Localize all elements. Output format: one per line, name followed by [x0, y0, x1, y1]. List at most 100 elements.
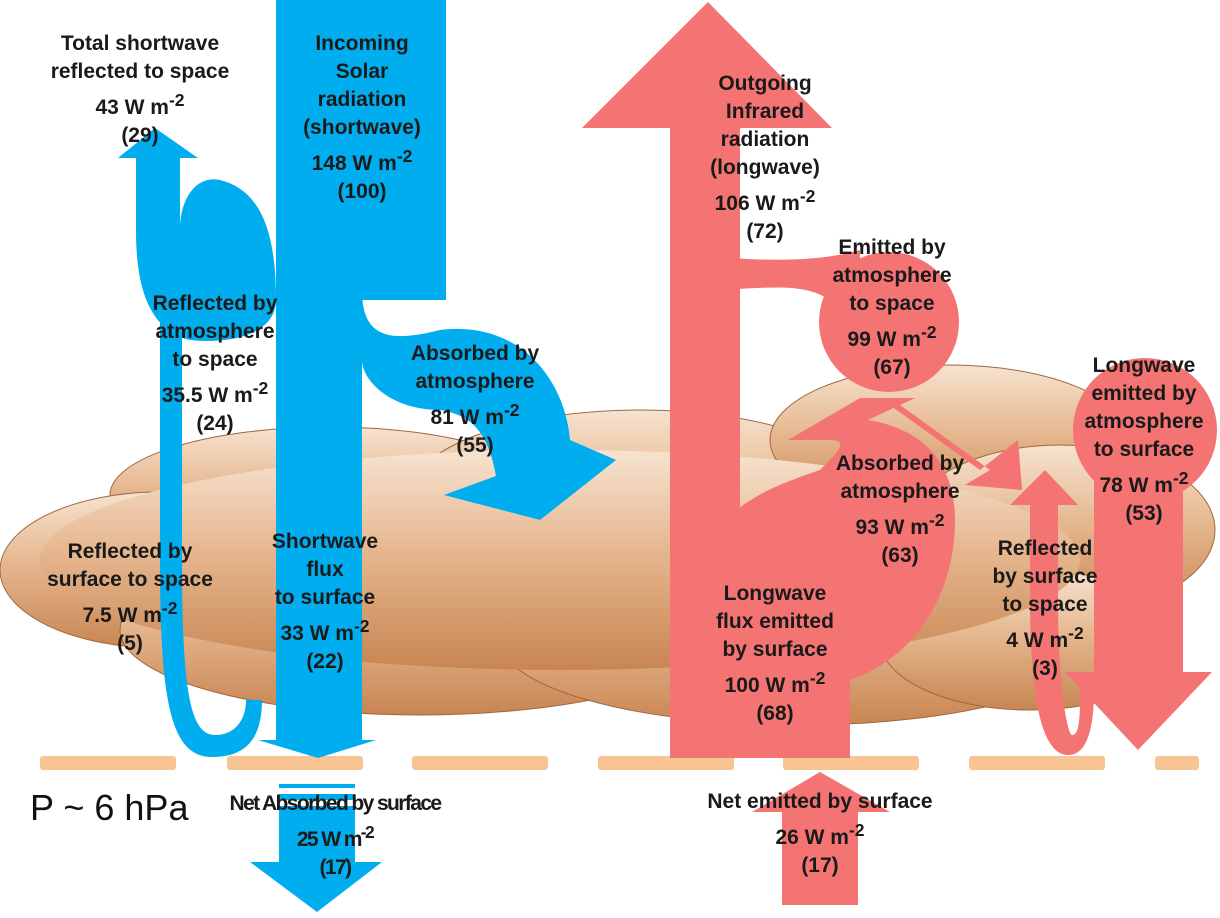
unit: W m	[352, 152, 397, 175]
longwave-flows	[582, 2, 1217, 905]
label-reflected-atm-space: Reflected by atmosphere to space 35.5 W …	[130, 290, 300, 438]
value-number: 25	[296, 828, 319, 851]
net-absorbed-bar-1	[279, 784, 355, 788]
net-emitted-arrow	[752, 772, 890, 905]
label-outgoing-ir: Outgoing Infrared radiation (longwave) 1…	[665, 70, 865, 246]
net-absorbed-bar-2	[279, 794, 355, 800]
label-line: Reflected	[997, 537, 1093, 560]
label-value: 33 W m-2	[245, 612, 405, 648]
value-number: 106	[714, 192, 750, 215]
label-line: Infrared	[725, 100, 805, 123]
label-line: to space	[1002, 593, 1088, 616]
unit: W m	[309, 622, 354, 645]
reflected-atm-arrow	[118, 128, 276, 341]
unit-exponent: -2	[848, 820, 865, 840]
label-line: Outgoing	[718, 72, 812, 95]
label-line: Shortwave	[271, 530, 379, 553]
unit-exponent: -2	[799, 186, 816, 206]
label-total-sw-reflected: Total shortwave reflected to space 43 W …	[20, 30, 260, 150]
label-line: Total shortwave	[60, 32, 220, 55]
label-value: 25 W m-2	[215, 818, 455, 854]
unit-exponent: -2	[168, 90, 185, 110]
incoming-solar-arrow	[258, 0, 446, 758]
value-number: 81	[430, 406, 454, 429]
label-line: Longwave	[723, 582, 827, 605]
value-number: 7.5	[82, 604, 112, 627]
label-percent: (67)	[873, 356, 911, 379]
label-value: 4 W m-2	[970, 619, 1120, 655]
label-line: radiation	[720, 128, 810, 151]
label-line: (shortwave)	[303, 116, 421, 139]
pressure-label: P ~ 6 hPa	[30, 787, 189, 828]
label-percent: (24)	[196, 412, 234, 435]
unit-exponent: -2	[809, 668, 826, 688]
label-line: atmosphere	[1084, 410, 1204, 433]
lw-emitted-down-arrow	[1065, 440, 1212, 750]
label-line: atmosphere	[832, 264, 952, 287]
label-percent: (5)	[117, 632, 143, 655]
label-percent: (55)	[456, 434, 494, 457]
unit: W m	[208, 384, 253, 407]
label-net-absorbed-surface: Net Absorbed by surface 25 W m-2 (17)	[215, 790, 455, 882]
shortwave-flows	[118, 0, 616, 912]
unit-exponent: -2	[252, 378, 269, 398]
surface-level-line	[40, 756, 1199, 770]
label-lw-emitted-atm-surface: Longwave emitted by atmosphere to surfac…	[1068, 352, 1220, 528]
label-line: Net emitted by surface	[707, 790, 933, 813]
absorbed-lw-plume	[700, 398, 955, 758]
label-value: 93 W m-2	[820, 506, 980, 542]
label-line: to space	[172, 348, 258, 371]
label-net-emitted-surface: Net emitted by surface 26 W m-2 (17)	[680, 788, 960, 880]
label-value: 106 W m-2	[665, 182, 865, 218]
label-value: 43 W m-2	[20, 86, 260, 122]
label-emitted-atm-space: Emitted by atmosphere to space 99 W m-2 …	[812, 234, 972, 382]
label-lw-flux-surface: Longwave flux emitted by surface 100 W m…	[685, 580, 865, 728]
value-number: 78	[1099, 474, 1123, 497]
label-line: atmosphere	[155, 320, 275, 343]
label-percent: (17)	[319, 856, 353, 879]
label-percent: (68)	[756, 702, 794, 725]
label-line: Reflected by	[67, 540, 193, 563]
emitted-atm-circle	[819, 252, 959, 392]
value-number: 148	[311, 152, 347, 175]
unit: W m	[124, 96, 169, 119]
label-value: 7.5 W m-2	[40, 594, 220, 630]
label-percent: (3)	[1032, 657, 1058, 680]
value-number: 4	[1006, 629, 1018, 652]
label-value: 148 W m-2	[262, 142, 462, 178]
value-number: 33	[280, 622, 304, 645]
label-line: Incoming	[315, 32, 409, 55]
label-line: to surface	[274, 586, 376, 609]
label-value: 78 W m-2	[1068, 464, 1220, 500]
unit-exponent: -2	[503, 400, 520, 420]
value-number: 99	[847, 328, 871, 351]
label-value: 81 W m-2	[395, 396, 555, 432]
label-percent: (17)	[801, 854, 839, 877]
label-percent: (72)	[746, 220, 784, 243]
label-line: Longwave	[1092, 354, 1196, 377]
reflected-surface-arrow	[160, 240, 262, 757]
label-line: Absorbed by	[835, 452, 965, 475]
outgoing-ir-arrow	[582, 2, 832, 758]
unit: W m	[804, 826, 849, 849]
value-number: 100	[724, 674, 760, 697]
unit: W m	[1128, 474, 1173, 497]
label-percent: (29)	[121, 124, 159, 147]
unit: W m	[884, 516, 929, 539]
label-value: 100 W m-2	[685, 664, 865, 700]
label-percent: (100)	[337, 180, 387, 203]
label-line: radiation	[317, 88, 407, 111]
label-percent: (63)	[881, 544, 919, 567]
unit-exponent: -2	[396, 146, 413, 166]
unit-exponent: -2	[920, 322, 937, 342]
unit: W m	[117, 604, 162, 627]
unit-exponent: -2	[161, 598, 178, 618]
label-line: emitted by	[1091, 382, 1197, 405]
emitted-atm-space-join	[700, 250, 860, 300]
net-absorbed-arrow	[250, 806, 382, 912]
label-line: Emitted by	[838, 236, 946, 259]
label-value: 35.5 W m-2	[130, 374, 300, 410]
label-line: Reflected by	[152, 292, 278, 315]
reflected-lw-loop	[1010, 470, 1094, 755]
